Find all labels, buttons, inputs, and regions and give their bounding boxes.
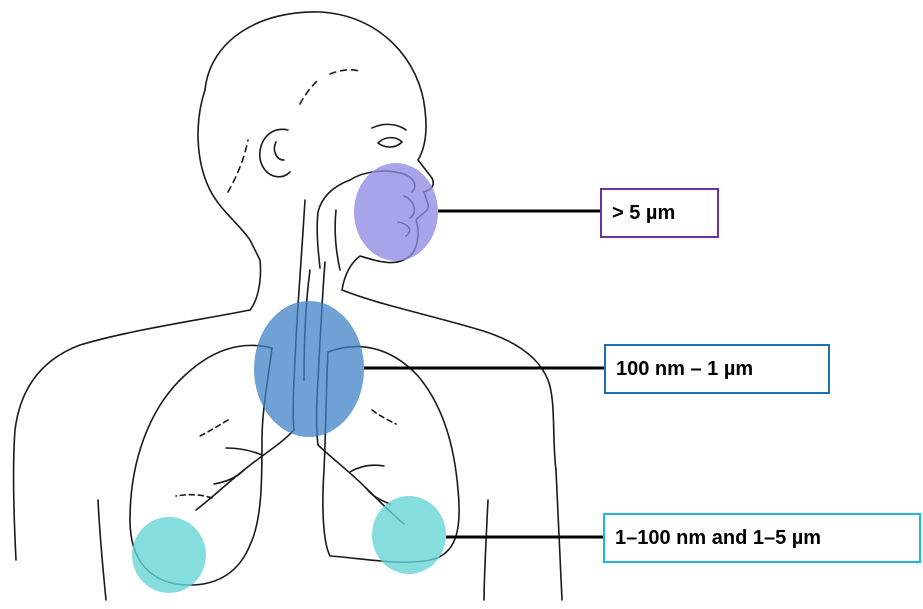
right-alveoli-region-highlight xyxy=(372,496,446,574)
trachea-region-highlight xyxy=(254,301,364,437)
eye-outline xyxy=(378,138,402,147)
upper-airway-label: > 5 µm xyxy=(600,188,719,238)
torso-right-outline xyxy=(484,500,488,600)
trachea-bronchi-label-text: 100 nm – 1 µm xyxy=(616,359,753,379)
alveoli-label: 1–100 nm and 1–5 µm xyxy=(603,513,921,563)
left-shoulder-outline xyxy=(13,310,250,560)
alveoli-label-text: 1–100 nm and 1–5 µm xyxy=(615,528,821,548)
left-alveoli-region-highlight xyxy=(132,517,206,593)
body-outline xyxy=(13,12,562,600)
trachea-bronchi-label: 100 nm – 1 µm xyxy=(604,344,830,394)
head-back-outline xyxy=(198,90,260,310)
neck-front-outline xyxy=(342,290,556,470)
right-arm-outline xyxy=(556,470,562,600)
nasal-region-highlight xyxy=(354,163,438,261)
upper-airway-label-text: > 5 µm xyxy=(612,203,675,223)
torso-left-outline xyxy=(98,500,106,600)
